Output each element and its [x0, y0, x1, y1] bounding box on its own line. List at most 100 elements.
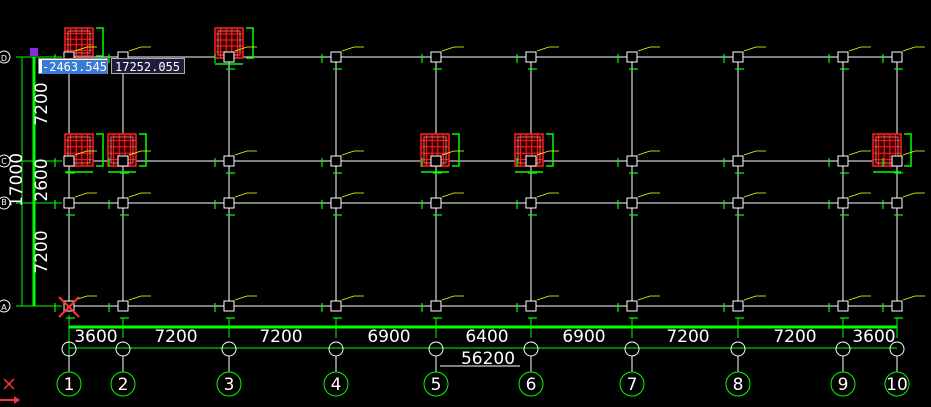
column [214, 46, 257, 70]
dim-total-text: 56200 [461, 349, 515, 369]
column-box [732, 51, 744, 63]
coord-x-input[interactable]: -2463.545 [38, 58, 108, 74]
column-tag-leader [536, 150, 550, 156]
rebar-stirrup [875, 136, 899, 164]
column-tag-leader [848, 46, 862, 52]
column-tag-leader [637, 192, 651, 198]
column-box [223, 51, 235, 63]
column [214, 192, 257, 216]
column-box [525, 197, 537, 209]
left-dimension-texts: 7200 2600 7200 17000 [7, 82, 52, 273]
axis-bubble-small [428, 341, 444, 357]
column [108, 150, 151, 174]
column-box [117, 197, 129, 209]
dim-text-3: 7200 [259, 327, 302, 347]
coord-y-input[interactable]: 17252.055 [111, 58, 185, 74]
column [617, 150, 660, 174]
column [617, 295, 660, 319]
column [421, 150, 464, 174]
dim-left-3: 7200 [32, 230, 52, 273]
column [828, 295, 871, 319]
rebar-dim-right [452, 133, 460, 167]
column [421, 46, 464, 70]
osnap-marker [30, 48, 38, 56]
column-tag-leader [848, 150, 862, 156]
column-tag-leader [128, 46, 142, 52]
column-tag-leader [128, 295, 142, 301]
axis-label-B: B [1, 198, 7, 207]
column-box [430, 51, 442, 63]
column [516, 295, 559, 319]
column-box [626, 51, 638, 63]
column [321, 150, 364, 174]
column [421, 192, 464, 216]
rebar-dim-right [546, 133, 554, 167]
axis-label-1: 1 [64, 375, 75, 395]
rebar-detail [872, 133, 912, 173]
column-box [891, 197, 903, 209]
column-tag-leader [441, 150, 455, 156]
column-tag-leader [743, 46, 757, 52]
column-tag-leader [743, 295, 757, 301]
column [421, 295, 464, 319]
column-box [626, 300, 638, 312]
column-box [891, 155, 903, 167]
column-tag-leader [441, 192, 455, 198]
column-tag-leader [74, 46, 88, 52]
rebar-stirrup [67, 136, 91, 164]
axis-bubble-left [0, 154, 11, 168]
column [108, 295, 151, 319]
axis-bubble-left [0, 299, 11, 313]
column-box [223, 300, 235, 312]
dimension-lines [16, 56, 898, 367]
coord-y-value: 17252.055 [115, 60, 181, 74]
column-box [626, 155, 638, 167]
axis-bubble [110, 371, 136, 397]
axis-bubble-left [0, 50, 11, 64]
axis-bubble [423, 371, 449, 397]
column-tag-leader [128, 150, 142, 156]
axis-bubble [518, 371, 544, 397]
column-box [837, 51, 849, 63]
axis-label-4: 4 [331, 375, 342, 395]
axis-label-7: 7 [627, 375, 638, 395]
column-box [891, 51, 903, 63]
column [516, 192, 559, 216]
column-box [732, 197, 744, 209]
axis-bubble [830, 371, 856, 397]
rebar-dim-right [246, 27, 254, 59]
axis-label-8: 8 [733, 375, 744, 395]
dim-left-2: 2600 [32, 158, 52, 201]
axis-bubble [619, 371, 645, 397]
column-box [330, 155, 342, 167]
column-tag-leader [848, 192, 862, 198]
column-box [837, 155, 849, 167]
axis-bubbles [0, 50, 910, 397]
column-box [223, 197, 235, 209]
rebar-details [64, 27, 912, 173]
column [723, 295, 766, 319]
rebar-outline [514, 133, 544, 167]
column-tag-leader [441, 295, 455, 301]
column-tag-leader [902, 150, 916, 156]
column [54, 192, 97, 216]
column [617, 46, 660, 70]
dim-text-1: 3600 [74, 327, 117, 347]
column-box [626, 197, 638, 209]
rebar-detail [64, 27, 104, 63]
column [321, 46, 364, 70]
column-box [223, 155, 235, 167]
column-box [63, 197, 75, 209]
column-tag-leader [637, 46, 651, 52]
axis-bubble-small [221, 341, 237, 357]
axis-label-9: 9 [838, 375, 849, 395]
column-box [330, 197, 342, 209]
column-box [891, 300, 903, 312]
dim-text-5: 6400 [465, 327, 508, 347]
column-tag-leader [743, 192, 757, 198]
axis-bubble-small [523, 341, 539, 357]
axis-label-3: 3 [224, 375, 235, 395]
column [617, 192, 660, 216]
column-box [430, 155, 442, 167]
